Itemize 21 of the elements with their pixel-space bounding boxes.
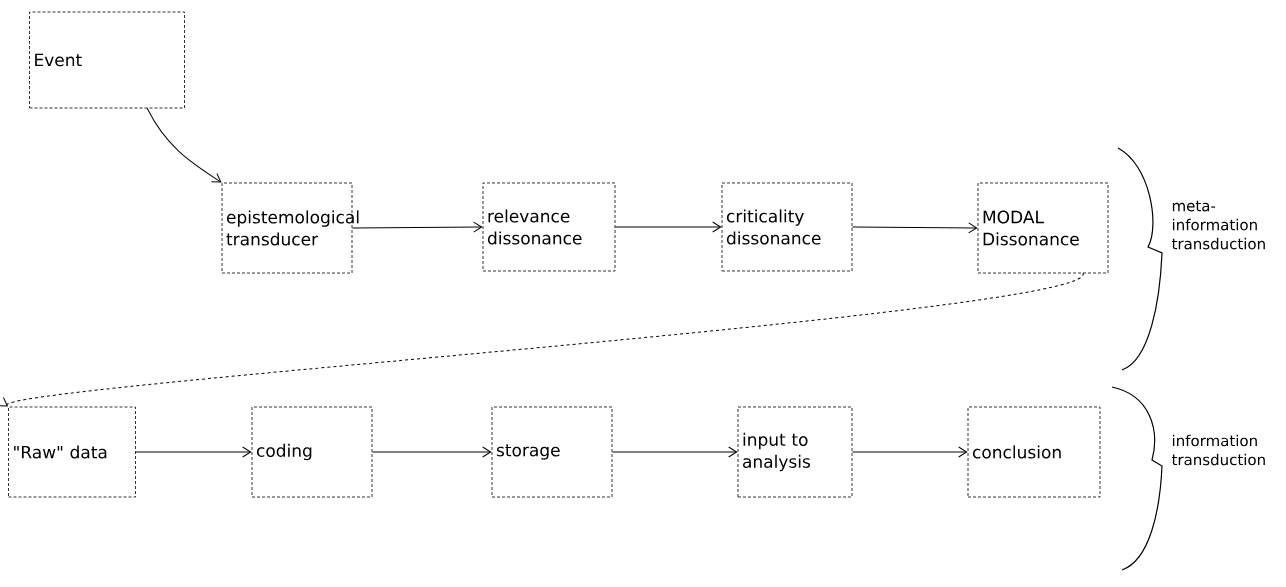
arrow [371,446,492,458]
process-box: criticality dissonance [721,182,853,272]
process-box: conclusion [967,406,1101,498]
process-box: MODAL Dissonance [977,182,1109,274]
process-box: storage [491,406,613,498]
process-box: relevance dissonance [482,182,616,272]
arrow [146,107,222,183]
process-box: epistemological transducer [221,182,359,274]
arrow [851,446,968,458]
process-box: coding [251,406,373,498]
arrow [0,272,1084,407]
arrow [351,221,483,233]
bracket-label: information transduction [1171,434,1265,466]
process-box: Event [29,11,185,109]
arrow [611,446,738,458]
bracket-label: meta-information transduction [1171,200,1265,250]
arrow [614,221,722,233]
arrow [135,446,252,458]
process-box: input to analysis [737,406,853,498]
process-box: "Raw" data [8,406,136,498]
arrow [851,222,978,234]
